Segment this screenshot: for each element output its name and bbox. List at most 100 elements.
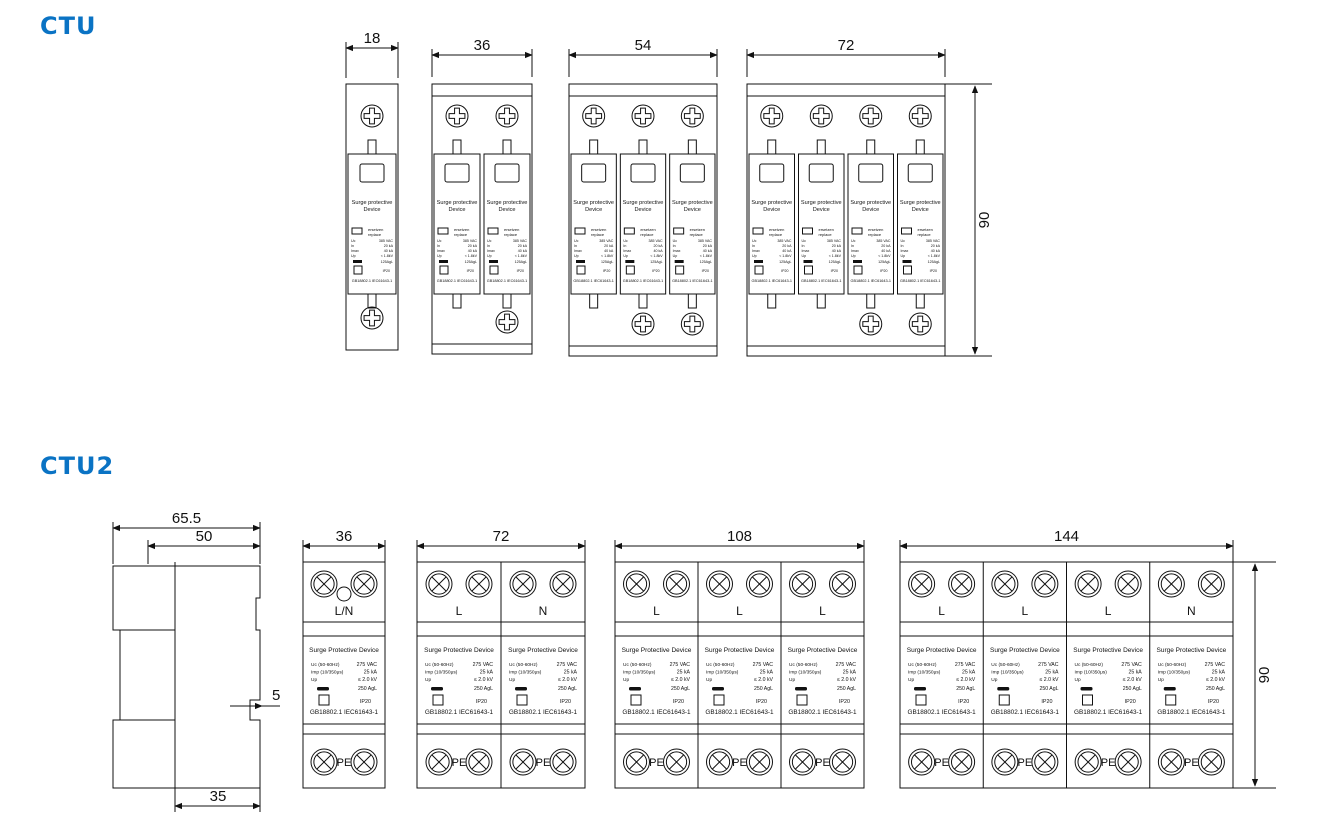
spec-label: Imax	[851, 249, 859, 253]
terminal-screw-icon	[623, 570, 650, 598]
label-line1: Surge Protective Device	[508, 647, 578, 654]
standard-label: GB18802.1 IEC61643-1	[705, 709, 774, 716]
status-window	[630, 163, 656, 183]
spec-value: 385 VAC	[599, 239, 614, 243]
status-window	[494, 163, 520, 183]
fuse-icon	[853, 260, 862, 263]
ground-icon	[796, 694, 808, 706]
ip-rating: IP20	[756, 699, 767, 705]
replace-icon	[802, 227, 813, 235]
terminal-screw-icon	[549, 570, 577, 598]
ip-rating: IP20	[360, 699, 371, 705]
replace-label: ersetzen	[918, 227, 933, 232]
ground-icon	[754, 265, 764, 275]
pe-label: PE	[815, 757, 830, 769]
spec-label: Imp (10/350μs)	[789, 670, 822, 676]
ip-rating: IP20	[383, 269, 390, 273]
label-line1: Surge protective	[801, 200, 842, 206]
standard-label: GB18802.1 IEC61643-1	[751, 279, 792, 283]
fuse-icon	[997, 687, 1010, 691]
spec-value: ≤ 2.0 kV	[1123, 677, 1143, 683]
dim-5: 5	[272, 687, 280, 704]
replace-label: ersetzen	[591, 227, 606, 232]
spec-label: Up	[311, 677, 317, 683]
label-line2: Device	[684, 207, 701, 213]
fuse-value: 250 AgL	[1039, 686, 1058, 692]
pe-label: PE	[452, 757, 467, 769]
device-body	[302, 561, 386, 789]
replace-label: replace	[868, 232, 882, 237]
label-line2: Device	[363, 207, 380, 213]
ip-rating: IP20	[839, 699, 850, 705]
spec-value: 275 VAC	[1121, 662, 1142, 668]
pe-label: PE	[1101, 757, 1116, 769]
spec-label: Uc	[802, 239, 807, 243]
replace-label: replace	[640, 232, 654, 237]
fuse-icon	[1080, 687, 1093, 691]
plug-in-cartridge	[847, 153, 894, 295]
dim-35: 35	[210, 788, 227, 805]
label-line1: Surge protective	[487, 200, 528, 206]
label-line1: Surge Protective Device	[622, 647, 692, 654]
spec-label: Up	[623, 254, 628, 258]
fuse-value: 125AgL	[779, 260, 791, 264]
plug-in-cartridge	[798, 153, 845, 295]
ip-rating: IP20	[702, 269, 709, 273]
spec-label: In	[351, 244, 354, 248]
replace-label: replace	[454, 232, 468, 237]
spec-label: Uc	[901, 239, 906, 243]
replace-label: ersetzen	[769, 227, 784, 232]
spec-value: 20 kA	[832, 244, 842, 248]
pe-label: PE	[536, 757, 551, 769]
pole-label: L	[1022, 604, 1029, 618]
spec-label: Imp (10/350μs)	[623, 670, 656, 676]
fuse-value: 125AgL	[601, 260, 613, 264]
terminal-screw-icon	[948, 570, 976, 598]
spec-label: In	[901, 244, 904, 248]
ip-rating: IP20	[603, 269, 610, 273]
terminal-screw-icon	[746, 748, 773, 776]
terminal-screw-icon	[829, 570, 856, 598]
ground-icon	[915, 694, 927, 706]
pole-label: L	[456, 604, 463, 618]
spec-value: < 1.8kV	[779, 254, 792, 258]
device-body	[568, 83, 718, 357]
spec-label: Imax	[574, 249, 582, 253]
plug-in-cartridge	[897, 153, 944, 295]
device-body	[431, 83, 533, 355]
dim-54: 54	[635, 37, 652, 54]
replace-label: ersetzen	[504, 227, 519, 232]
spec-value: 275 VAC	[836, 662, 857, 668]
device-body	[746, 83, 946, 357]
spec-label: Imax	[437, 249, 445, 253]
fuse-value: 250 AgL	[558, 686, 577, 692]
replace-label: replace	[690, 232, 704, 237]
spec-label: Uc (50-60Hz)	[623, 662, 652, 668]
terminal-screw-icon	[789, 748, 816, 776]
spec-label: Imp (10/350μs)	[1075, 670, 1108, 676]
spec-label: Uc (50-60Hz)	[311, 662, 340, 668]
spec-label: In	[673, 244, 676, 248]
ip-rating: IP20	[476, 699, 487, 705]
fuse-icon	[1163, 687, 1176, 691]
label-line1: Surge protective	[437, 200, 478, 206]
terminal-screw-icon	[425, 570, 453, 598]
spec-label: Up	[437, 254, 442, 258]
spec-value: 385 VAC	[827, 239, 842, 243]
spec-label: Imp (10/350μs)	[991, 670, 1024, 676]
terminal-screw-icon	[760, 104, 784, 128]
fuse-value: 125AgL	[829, 260, 841, 264]
terminal-screw-icon	[1074, 570, 1102, 598]
terminal-screw-icon	[623, 748, 650, 776]
standard-label: GB18802.1 IEC61643-1	[801, 279, 842, 283]
spec-label: Up	[802, 254, 807, 258]
spec-value: ≤ 2.0 kV	[956, 677, 976, 683]
fuse-value: 250 AgL	[1123, 686, 1142, 692]
terminal-screw-icon	[746, 570, 773, 598]
